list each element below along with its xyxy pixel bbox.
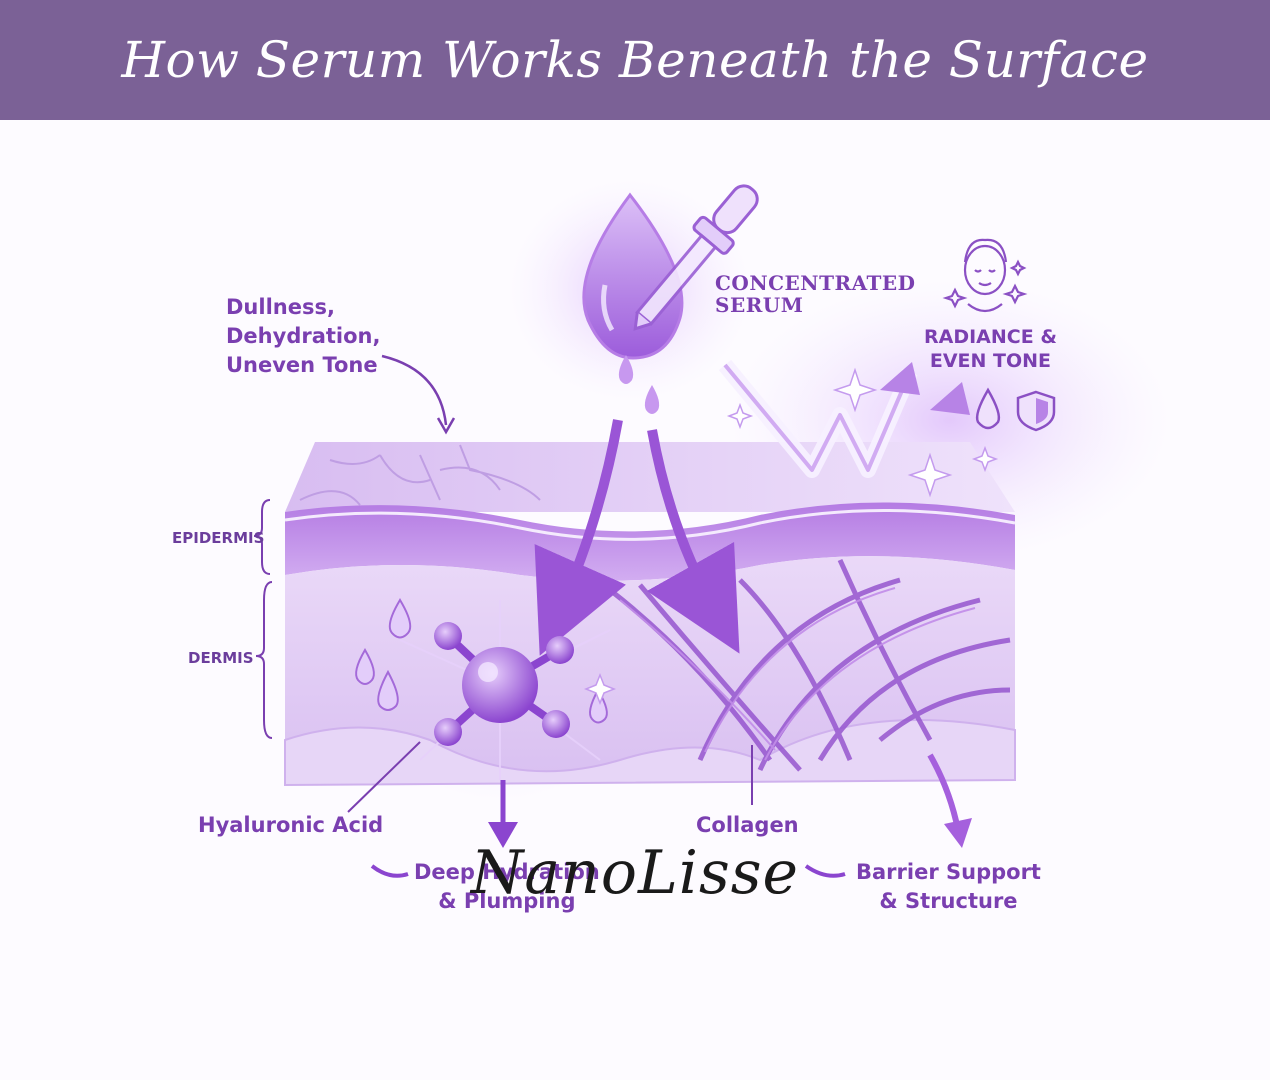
molecule-icon bbox=[399, 600, 611, 780]
water-drop-icon bbox=[975, 387, 1001, 430]
collagen-label: Collagen bbox=[696, 813, 799, 837]
header-bar: How Serum Works Beneath the Surface bbox=[0, 0, 1270, 120]
deep-hydration-label: Deep Hydration & Plumping bbox=[414, 860, 600, 913]
hydration-arrow bbox=[488, 822, 518, 848]
water-drops bbox=[355, 598, 608, 724]
skin-surface bbox=[285, 442, 1015, 512]
barrier-arrow bbox=[944, 818, 972, 848]
epidermis-bracket bbox=[253, 499, 271, 575]
skin-texture bbox=[299, 444, 541, 506]
serum-arrow-right bbox=[646, 429, 740, 654]
dermis-bracket bbox=[255, 581, 273, 739]
page-title: How Serum Works Beneath the Surface bbox=[121, 31, 1149, 89]
hyaluronic-leader bbox=[347, 741, 421, 813]
sparkle-icon bbox=[583, 367, 999, 706]
dropper-icon bbox=[633, 184, 759, 331]
diagram-canvas bbox=[0, 120, 1270, 1080]
brand-logo: NanoLisse bbox=[470, 838, 800, 908]
epidermis-label: EPIDERMIS bbox=[172, 529, 265, 547]
concerns-label: Dullness, Dehydration, Uneven Tone bbox=[226, 295, 381, 377]
concentrated-serum-label: CONCENTRATED SERUM bbox=[715, 271, 916, 317]
dermis-label: DERMIS bbox=[188, 649, 254, 667]
skin-diagram bbox=[253, 180, 1170, 878]
hypodermis-layer bbox=[284, 719, 1016, 787]
serum-arrow-left bbox=[534, 419, 626, 656]
epidermis-layer bbox=[285, 502, 1015, 581]
radiance-label: RADIANCE & EVEN TONE bbox=[924, 326, 1057, 372]
barrier-support-label: Barrier Support & Structure bbox=[856, 860, 1041, 913]
hyaluronic-acid-label: Hyaluronic Acid bbox=[198, 813, 384, 837]
face-icon bbox=[942, 238, 1028, 313]
